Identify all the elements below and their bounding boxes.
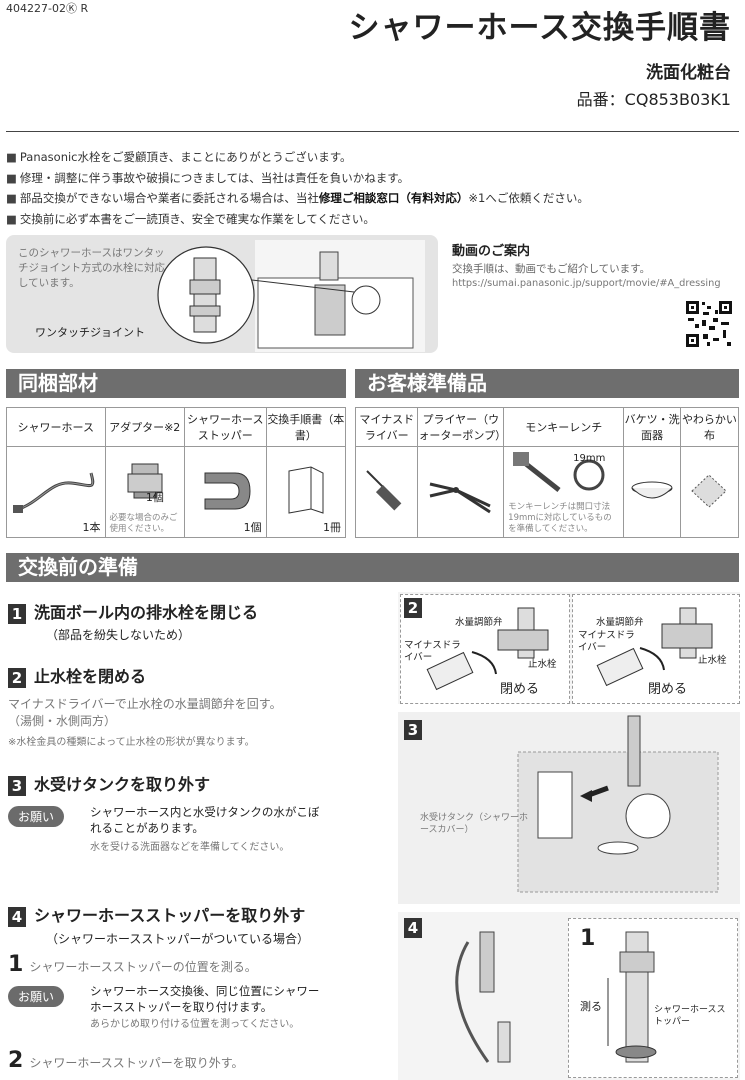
- step-4-pill-text: シャワーホース交換後、同じ位置にシャワーホースストッパーを取り付けます。: [90, 984, 320, 1014]
- label-stopper: シャワーホースストッパー: [654, 1005, 726, 1027]
- item-name: バケツ・洗面器: [623, 407, 681, 447]
- item-cell: [354, 446, 419, 538]
- step-3-sub: 水を受ける洗面器などを準備してください。: [90, 842, 290, 853]
- section-customer-items: お客様準備品: [355, 369, 739, 398]
- tank-removal-illustration: [517, 715, 719, 893]
- qr-code-icon[interactable]: [685, 300, 733, 348]
- part-cell: 1冊: [265, 446, 347, 538]
- video-text: 交換手順は、動画でもご紹介しています。: [452, 263, 651, 275]
- label-close: 閉める: [648, 682, 688, 697]
- section-preparation: 交換前の準備: [6, 553, 739, 582]
- label-close: 閉める: [500, 682, 540, 697]
- part-cell: 1本: [6, 446, 106, 538]
- item-name: やわらかい布: [679, 407, 740, 447]
- step-4-pill-sub: あらかじめ取り付ける位置を測ってください。: [90, 1019, 300, 1030]
- note-item: Panasonic水栓をご愛顧頂き、まことにありがとうございます。: [6, 147, 589, 168]
- item-cell: [679, 446, 740, 538]
- stopper-measure-illustration: [455, 931, 657, 1063]
- part-note: 必要な場合のみご使用ください。: [109, 513, 178, 534]
- video-url-link[interactable]: https://sumai.panasonic.jp/support/movie…: [452, 278, 721, 289]
- step-2-text: マイナスドライバーで止水栓の水量調節弁を回す。: [8, 697, 282, 711]
- figure-number-icon: 3: [404, 720, 422, 740]
- cloth-icon: [691, 473, 728, 508]
- item-cell: [417, 446, 505, 538]
- step-2-text2: （湯側・水側両方）: [8, 714, 117, 728]
- step-2-note: ※水栓金具の種類によって止水栓の形状が異なります。: [8, 737, 255, 748]
- customer-items-table: マイナスドライバー プライヤー（ウォーターポンプ） モンキーレンチ バケツ・洗面…: [354, 407, 740, 538]
- label-measure: 測る: [580, 1000, 602, 1013]
- step-1-sub: （部品を紛失しないため）: [46, 628, 191, 642]
- label-driver: マイナスドライバー: [404, 640, 461, 663]
- part-name: シャワーホースストッパー: [183, 407, 267, 447]
- notes-list: Panasonic水栓をご愛顧頂き、まことにありがとうございます。 修理・調整に…: [6, 147, 589, 229]
- part-name: アダプター※2: [104, 407, 185, 447]
- item-name: プライヤー（ウォーターポンプ）: [417, 407, 506, 447]
- part-qty: 1本: [82, 521, 101, 534]
- joint-label: ワンタッチジョイント: [35, 326, 145, 339]
- included-parts-table: シャワーホース アダプター※2 シャワーホースストッパー 交換手順書（本書） 1…: [6, 407, 347, 538]
- figure-2b: [572, 594, 740, 704]
- request-badge: お願い: [8, 806, 65, 827]
- item-name: モンキーレンチ: [503, 407, 625, 447]
- hose-stopper-icon: [204, 472, 251, 510]
- section-included-parts: 同梱部材: [6, 369, 346, 398]
- label-valve: 水量調節弁: [455, 617, 503, 628]
- figure-number-icon: 4: [404, 918, 422, 938]
- item-cell: [623, 446, 681, 538]
- part-number: 品番：CQ853B03K1: [576, 90, 731, 109]
- divider: [6, 131, 739, 132]
- label-tank: 水受けタンク（シャワーホースカバー）: [420, 813, 529, 835]
- stopcock-illustration: [426, 607, 713, 691]
- info-text: このシャワーホースはワンタッチジョイント方式の水栓に対応しています。: [18, 247, 165, 289]
- product-category: 洗面化粧台: [646, 63, 731, 83]
- part-cell: 1個: [183, 446, 267, 538]
- part-name: 交換手順書（本書）: [265, 407, 347, 447]
- part-cell: 1個 必要な場合のみご使用ください。: [104, 446, 185, 538]
- step-3-text: シャワーホース内と水受けタンクの水がこぼれることがあります。: [90, 805, 320, 835]
- video-heading: 動画のご案内: [452, 244, 531, 259]
- label-valve: 水量調節弁: [596, 617, 644, 628]
- request-badge: お願い: [8, 986, 65, 1007]
- one-touch-joint-illustration: [157, 240, 425, 352]
- step-number-icon: 1: [8, 603, 26, 624]
- label-stopcock: 止水栓: [698, 655, 727, 666]
- wrench-icon: [512, 451, 605, 492]
- step-number-icon: 2: [8, 667, 26, 688]
- page-title: シャワーホース交換手順書: [348, 10, 731, 46]
- basin-icon: [631, 481, 673, 498]
- label-stopcock: 止水栓: [528, 659, 557, 670]
- note-item: 部品交換ができない場合や業者に委託される場合は、当社修理ご相談窓口（有料対応）※…: [6, 188, 589, 209]
- step-number-icon: 3: [8, 775, 26, 796]
- part-qty: 1個: [243, 521, 262, 534]
- step-number-icon: 4: [8, 906, 26, 927]
- shower-hose-icon: [12, 472, 95, 513]
- adapter-icon: [127, 463, 163, 498]
- wrench-dim: 19mm: [573, 453, 606, 464]
- screwdriver-icon: [366, 470, 402, 511]
- figure-number-icon: 2: [404, 598, 422, 618]
- part-qty: 1冊: [323, 521, 341, 534]
- step-4-sub: （シャワーホースストッパーがついている場合）: [46, 932, 310, 946]
- item-note: モンキーレンチは開口寸法19mmに対応しているものを準備してください。: [508, 502, 612, 534]
- figure-sub-number: 1: [580, 926, 596, 951]
- note-item: 交換前に必ず本書をご一読頂き、安全で確実な作業をしてください。: [6, 209, 589, 230]
- pliers-icon: [429, 482, 491, 513]
- item-name: マイナスドライバー: [354, 407, 419, 447]
- part-name: シャワーホース: [6, 407, 106, 447]
- label-driver: マイナスドライバー: [578, 630, 635, 653]
- document-number: 404227-02Ⓚ R: [6, 2, 89, 15]
- part-qty: 1個: [145, 491, 164, 504]
- manual-icon: [288, 466, 324, 514]
- note-item: 修理・調整に伴う事故や破損につきましては、当社は責任を負いかねます。: [6, 168, 589, 189]
- item-cell: 19mm モンキーレンチは開口寸法19mmに対応しているものを準備してください。: [503, 446, 625, 538]
